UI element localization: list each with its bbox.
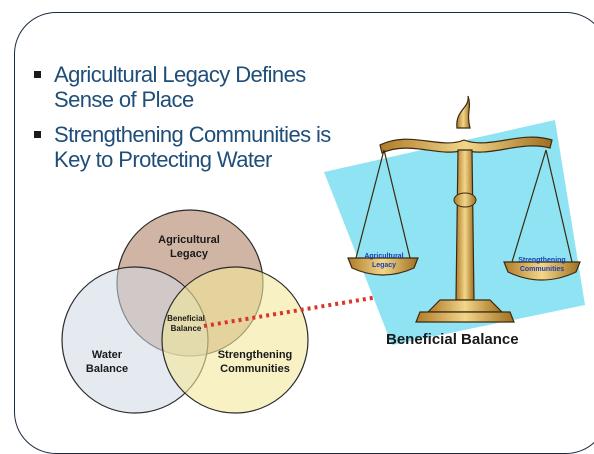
scale-post: [455, 149, 475, 301]
venn-label-center-line2: Balance: [171, 324, 202, 333]
left-chain: [355, 149, 385, 259]
bullet-item-agricultural-legacy: Agricultural Legacy Defines Sense of Pla…: [34, 62, 331, 112]
right-chain: [511, 149, 547, 263]
venn-label-left-line2: Balance: [86, 363, 128, 375]
right-pan-label-line1: Strengthening: [518, 257, 565, 264]
bullet-line: Agricultural Legacy Defines: [54, 62, 306, 87]
venn-circle-strengthening-communities: [161, 266, 309, 414]
left-pan-label-line1: Agricultural: [364, 253, 403, 260]
bullet-line: Strengthening Communities is: [54, 122, 331, 147]
left-chain: [383, 149, 411, 259]
square-bullet-icon: [34, 71, 41, 78]
scale-caption: Beneficial Balance: [386, 331, 519, 348]
bullet-list: Agricultural Legacy Defines Sense of Pla…: [34, 62, 331, 182]
left-pan-label-line2: Legacy: [372, 262, 396, 269]
scale-finial: [456, 95, 471, 129]
right-pan: [503, 261, 581, 281]
backdrop-shape: [324, 120, 585, 345]
venn-label-left-line1: Water: [92, 349, 123, 361]
square-bullet-icon: [34, 131, 41, 138]
scale-base-lower: [415, 311, 515, 323]
bullet-line: Key to Protecting Water: [54, 147, 272, 172]
venn-label-top-line1: Agricultural: [158, 234, 220, 246]
venn-label-right-line2: Communities: [220, 363, 290, 375]
venn-diagram: Agricultural Legacy Water Balance Streng…: [61, 209, 309, 414]
balance-scale-icon: Agricultural Legacy Strengthening Commun…: [324, 95, 585, 345]
scale-base-upper: [426, 299, 504, 313]
right-chain: [545, 149, 573, 263]
scale-knob: [453, 192, 477, 208]
venn-label-top-line2: Legacy: [170, 248, 209, 260]
venn-label-center-line1: Beneficial: [167, 314, 205, 323]
bullet-line: Sense of Place: [54, 87, 194, 112]
left-pan: [347, 257, 419, 276]
venn-label-right-line1: Strengthening: [218, 349, 293, 361]
scale-beam: [379, 136, 553, 154]
right-pan-label-line2: Communities: [520, 266, 564, 273]
bullet-item-strengthening-communities: Strengthening Communities is Key to Prot…: [34, 122, 331, 172]
